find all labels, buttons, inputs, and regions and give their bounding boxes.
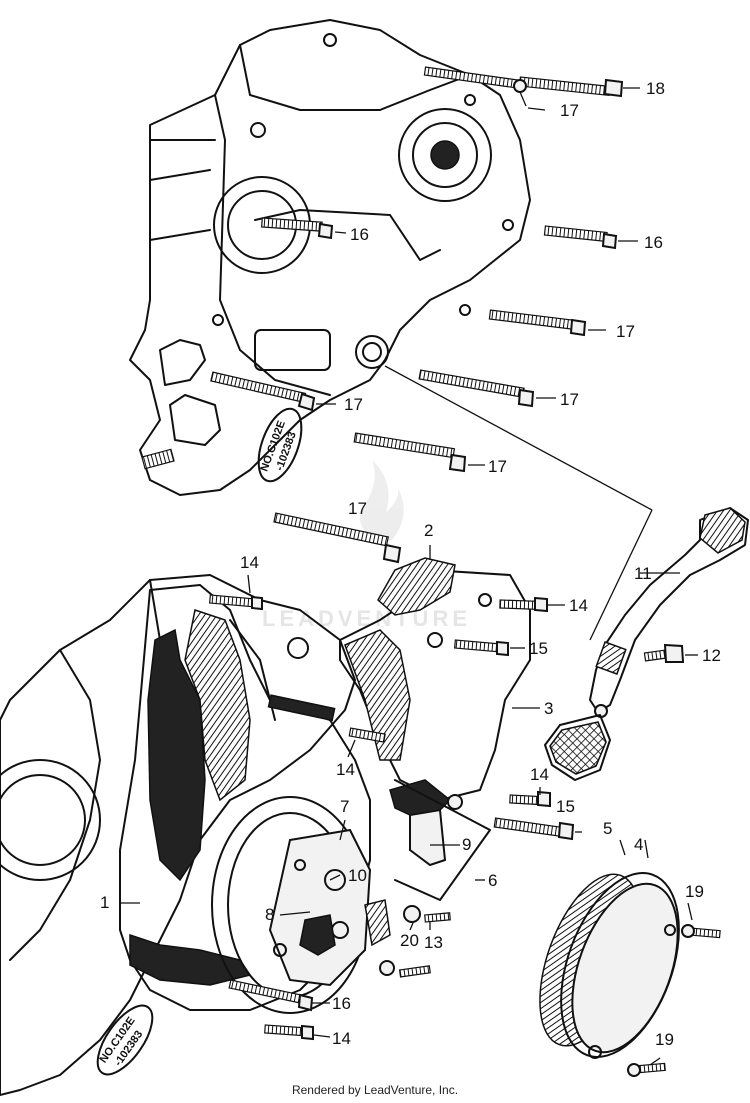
bolt-18 (518, 76, 624, 98)
callout-labels: 18 17 16 16 17 17 17 17 17 2 11 14 14 15… (100, 79, 721, 1049)
callout-20: 20 (400, 931, 419, 950)
callout-17: 17 (560, 101, 579, 120)
screw-19-b (627, 1062, 666, 1077)
sprocket-cover (339, 557, 531, 801)
callout-12: 12 (702, 646, 721, 665)
bolt-14-b (499, 596, 548, 613)
bolt-17-d (210, 371, 316, 412)
lower-bolts (209, 594, 721, 1077)
callout-13: 13 (424, 933, 443, 952)
callout-6: 6 (488, 871, 497, 890)
upper-crankcase: NO.C102E -102383 (129, 19, 531, 496)
callout-17: 17 (344, 395, 363, 414)
callout-4: 4 (634, 835, 643, 854)
callout-2: 2 (424, 521, 433, 540)
callout-14: 14 (332, 1029, 351, 1048)
callout-9: 9 (462, 835, 471, 854)
bolt-17-c (418, 369, 535, 408)
screw-13-lower (379, 960, 431, 978)
callout-14: 14 (336, 760, 355, 779)
callout-16: 16 (644, 233, 663, 252)
callout-19: 19 (685, 882, 704, 901)
callout-17: 17 (348, 499, 367, 518)
bolt-14-a (209, 594, 263, 611)
callout-19: 19 (655, 1030, 674, 1049)
callout-7: 7 (340, 797, 349, 816)
leader-lines-lower (120, 545, 693, 1066)
point-cover (539, 872, 680, 1059)
callout-17: 17 (616, 322, 635, 341)
bolt-17-b (488, 309, 587, 337)
bolt-16-right (543, 225, 618, 250)
callout-1: 1 (100, 893, 109, 912)
callout-11: 11 (634, 564, 652, 583)
bolt-17-e (353, 432, 467, 473)
callout-14: 14 (240, 553, 259, 572)
bolt-14-c (509, 790, 551, 808)
bolt-16-lower (228, 979, 314, 1012)
callout-5: 5 (603, 819, 612, 838)
callout-18: 18 (646, 79, 665, 98)
cable-clip (389, 779, 491, 901)
callout-8: 8 (265, 905, 274, 924)
bolt-16-case (261, 217, 334, 240)
bolt-14-e (264, 1024, 314, 1041)
callout-3: 3 (544, 699, 553, 718)
callout-15: 15 (556, 797, 575, 816)
callout-16: 16 (332, 994, 351, 1013)
bolt-17-top (423, 66, 527, 93)
callout-14: 14 (569, 596, 588, 615)
bolt-15-b (493, 817, 575, 841)
callout-17: 17 (488, 457, 507, 476)
stator-assembly (211, 796, 391, 1014)
callout-17: 17 (560, 390, 579, 409)
watermark: LEADVENTURE (262, 460, 467, 631)
footer-credit: Rendered by LeadVenture, Inc. (291, 1083, 459, 1097)
upper-bolts (210, 66, 624, 564)
kick-starter-arm (544, 507, 749, 781)
callout-14: 14 (530, 765, 549, 784)
leader-lines-upper (316, 87, 698, 656)
callout-16: 16 (350, 225, 369, 244)
callout-15: 15 (529, 639, 548, 658)
bolt-17-f (273, 512, 402, 564)
screw-19-a (681, 924, 721, 939)
callout-10: 10 (348, 866, 367, 885)
screw-13 (403, 905, 451, 923)
bolt-15-a (454, 639, 509, 657)
